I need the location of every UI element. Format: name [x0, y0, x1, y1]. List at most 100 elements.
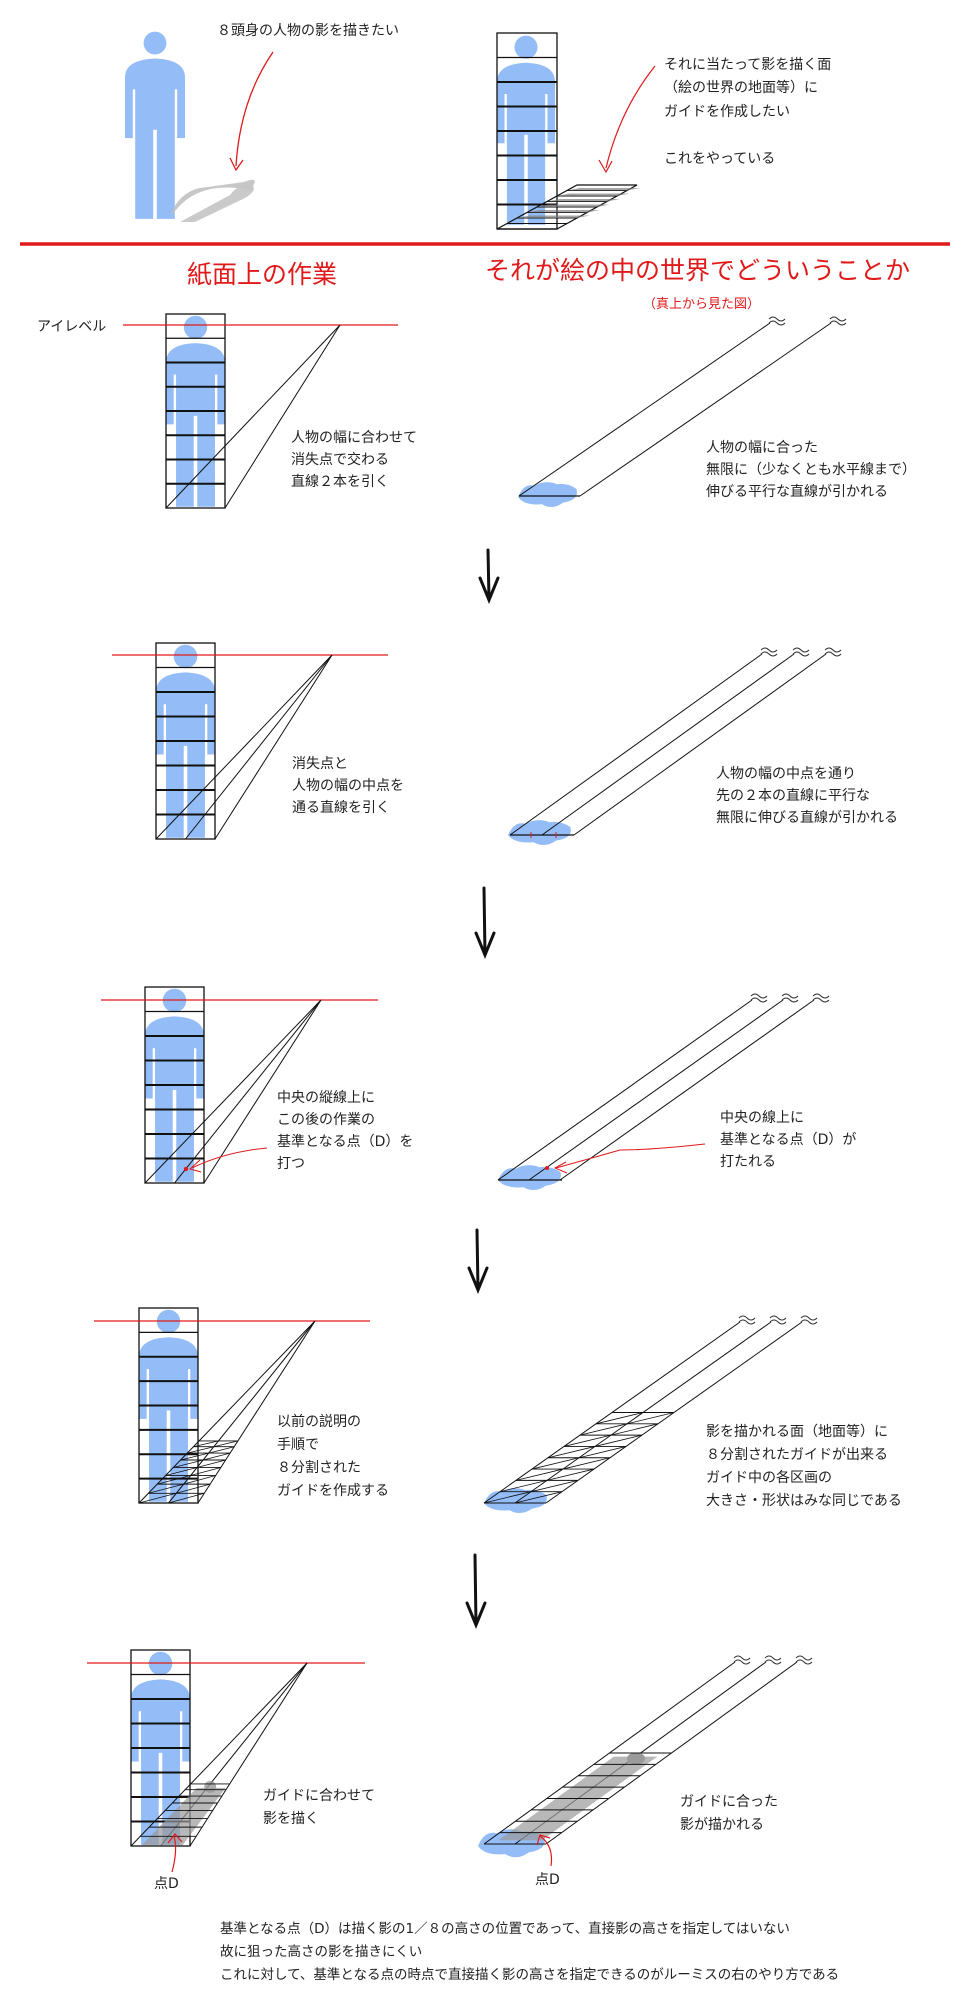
- text-line: 以前の説明の: [277, 1414, 361, 1430]
- text-line: ガイドに合わせて: [263, 1788, 375, 1804]
- vanishing-line: [214, 654, 333, 840]
- perspective-guide: [131, 1780, 230, 1847]
- person-figure-intro-right: [497, 35, 555, 225]
- point-d-marker: [183, 1166, 189, 1172]
- intro-right-caption: それに当たって影を描く面 （絵の世界の地面等）に ガイドを作成したい これをやっ…: [664, 30, 831, 171]
- break-mark-icon: [824, 647, 842, 657]
- down-arrow-icon: [474, 886, 496, 959]
- caption-line: （絵の世界の地面等）に: [664, 80, 818, 96]
- conclusion-line: これに対して、基準となる点の時点で直接描く影の高さを指定できるのがルーミスの右の…: [220, 1967, 840, 1983]
- text-line: この後の作業の: [277, 1112, 375, 1128]
- shadow-strip: [537, 204, 610, 207]
- top-view-figure: [497, 1165, 561, 1191]
- parallel-line: [579, 322, 832, 497]
- eye-level-label: アイレベル: [37, 319, 107, 335]
- break-mark-icon: [800, 1315, 818, 1325]
- guide-diagonal: [213, 1440, 239, 1448]
- step5-left-text: ガイドに合わせて 影を描く: [263, 1785, 375, 1831]
- text-line: 無限に伸びる直線が引かれる: [716, 810, 898, 826]
- guide-diagonal: [193, 1440, 219, 1448]
- shadow-head: [627, 1752, 646, 1765]
- guide-diagonal: [530, 1479, 579, 1493]
- eight-division-grid: [165, 313, 226, 509]
- point-d-label-right: 点D: [535, 1872, 560, 1888]
- heading-right: それが絵の中の世界でどういうことか: [485, 256, 911, 285]
- text-line: 基準となる点（D）が: [720, 1132, 857, 1148]
- break-mark-icon: [760, 647, 778, 657]
- shadow-shape-intro: [180, 184, 254, 222]
- guide-diagonal: [196, 1459, 226, 1468]
- guide-diagonal: [148, 1483, 184, 1494]
- red-pointer-arrow: [171, 1835, 177, 1873]
- caption-line: それに当たって影を描く面: [664, 56, 832, 73]
- vanishing-line: [130, 1662, 308, 1847]
- guide-diagonal: [515, 1468, 564, 1481]
- text-line: 先の２本の直線に平行な: [716, 788, 870, 804]
- text-line: 中央の線上に: [720, 1110, 804, 1126]
- guide-diagonal: [168, 1492, 205, 1504]
- red-arrowhead-icon: [536, 1834, 551, 1846]
- text-line: ８分割された: [277, 1460, 361, 1476]
- vanishing-line: [165, 324, 341, 509]
- intro-left-caption: ８頭身の人物の影を描きたい: [217, 23, 399, 39]
- shadow-strip: [527, 210, 600, 213]
- text-line: 人物の幅の中点を: [292, 778, 404, 794]
- body: [166, 343, 225, 507]
- vanishing-line: [168, 1320, 316, 1504]
- guide-diagonal: [138, 1492, 177, 1504]
- text-line: 打たれる: [720, 1154, 776, 1170]
- break-mark-icon: [812, 993, 830, 1003]
- text-line: 手順で: [277, 1437, 319, 1453]
- guide-diagonal: [610, 1423, 659, 1436]
- guide-diagonal: [562, 1457, 611, 1470]
- guide-diagonal: [483, 1491, 532, 1504]
- body: [139, 1337, 198, 1502]
- shadow-strip: [517, 215, 590, 218]
- shadow-shape-intro: [170, 179, 255, 215]
- vanishing-line: [197, 1320, 316, 1504]
- text-line: 影を描かれる面（地面等）に: [706, 1424, 888, 1440]
- top-view-guide: [483, 1412, 675, 1504]
- guide-diagonal: [595, 1412, 644, 1425]
- head: [514, 35, 538, 59]
- body: [156, 672, 215, 838]
- heading-right-sub: （真上から見た図）: [643, 297, 761, 312]
- break-mark-icon: [768, 316, 786, 326]
- head: [183, 315, 208, 339]
- point-d-marker: [545, 1166, 549, 1170]
- step3-right-text: 中央の線上に 基準となる点（D）が 打たれる: [720, 1107, 856, 1173]
- eight-division-grid: [138, 1307, 199, 1504]
- guide-diagonal: [563, 1434, 612, 1447]
- text-line: ガイドに合った: [680, 1794, 778, 1810]
- heading-left: 紙面上の作業: [187, 260, 338, 289]
- break-mark-icon: [738, 1315, 756, 1325]
- red-pointer-arrow: [235, 51, 274, 167]
- caption-line: ガイドを作成したい: [664, 103, 790, 120]
- shadow-strip: [557, 193, 630, 196]
- guide-diagonal: [203, 1452, 231, 1461]
- text-line: 影が描かれる: [680, 1817, 764, 1833]
- text-line: 人物の幅に合わせて: [291, 430, 417, 446]
- step3-left-text: 中央の縦線上に この後の作業の 基準となる点（D）を 打つ: [277, 1087, 413, 1175]
- body: [497, 62, 555, 225]
- conclusion-line: 基準となる点（D）は描く影の1／８の高さの位置であって、直接影の高さを指定しては…: [220, 1921, 790, 1937]
- parallel-line: [541, 653, 795, 836]
- vanishing-line: [144, 999, 322, 1184]
- step2-left-text: 消失点と 人物の幅の中点を 通る直線を引く: [292, 753, 404, 819]
- break-mark-icon: [781, 993, 799, 1003]
- person-figure: [166, 315, 225, 507]
- text-line: 人物の幅の中点を通り: [716, 766, 856, 782]
- break-mark-icon: [795, 1655, 813, 1665]
- guide-diagonal: [173, 1459, 204, 1468]
- red-pointer-arrow: [191, 1147, 268, 1169]
- step1-right-text: 人物の幅に合った 無限に（少なくとも水平線まで） 伸びる平行な直線が引かれる: [706, 437, 916, 503]
- text-line: ガイド中の各区画の: [706, 1470, 832, 1486]
- break-mark-icon: [733, 1655, 751, 1665]
- parallel-line: [559, 999, 815, 1181]
- top-view-figure: [483, 1488, 547, 1514]
- red-pointer-arrow: [605, 65, 656, 169]
- text-line: 基準となる点（D）を: [277, 1134, 414, 1150]
- shadow-head: [204, 1780, 217, 1793]
- break-mark-icon: [769, 1315, 787, 1325]
- guide-diagonal: [514, 1491, 563, 1504]
